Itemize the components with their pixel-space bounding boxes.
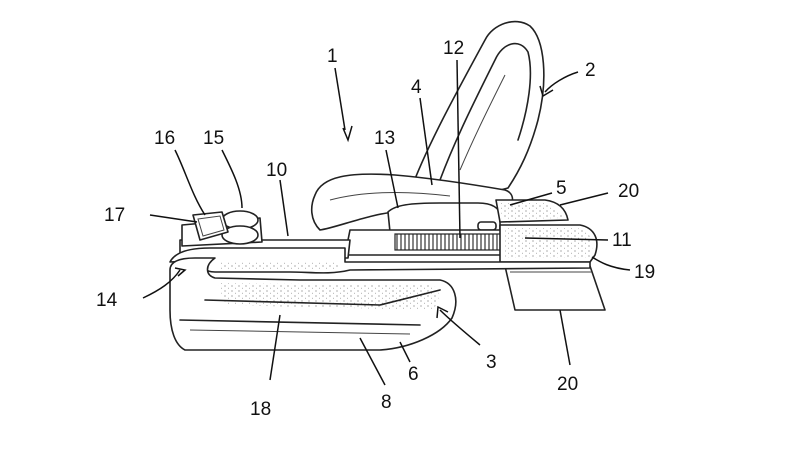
seat-backrest-inner — [439, 42, 532, 181]
seat-backrest — [409, 20, 545, 199]
seat-cushion — [310, 173, 514, 231]
lead-lines — [142, 59, 631, 386]
seat — [310, 20, 545, 231]
label-1: 1 — [327, 46, 338, 67]
label-6: 6 — [408, 364, 419, 385]
label-19: 19 — [634, 262, 655, 283]
label-3: 3 — [486, 352, 497, 373]
label-13: 13 — [374, 128, 395, 149]
label-5: 5 — [556, 178, 567, 199]
label-16: 16 — [154, 128, 175, 149]
label-11: 11 — [612, 230, 632, 251]
cup-holder-front — [221, 225, 259, 245]
tray-lower — [504, 265, 606, 311]
label-10: 10 — [266, 160, 287, 181]
label-2: 2 — [585, 60, 596, 81]
storage-box — [387, 202, 501, 233]
label-8: 8 — [381, 392, 392, 413]
label-4: 4 — [411, 77, 422, 98]
rear-module — [344, 202, 598, 263]
label-14: 14 — [96, 290, 118, 311]
reference-numerals: 1 2 3 4 5 6 8 10 11 12 13 14 15 16 17 18… — [96, 38, 655, 420]
control-panel-grill — [394, 233, 506, 251]
label-18: 18 — [250, 399, 271, 420]
label-12: 12 — [443, 38, 464, 59]
label-20-upper: 20 — [618, 181, 639, 202]
label-15: 15 — [203, 128, 224, 149]
label-20-lower: 20 — [557, 374, 578, 395]
front-module — [181, 210, 263, 247]
label-17: 17 — [104, 205, 125, 226]
